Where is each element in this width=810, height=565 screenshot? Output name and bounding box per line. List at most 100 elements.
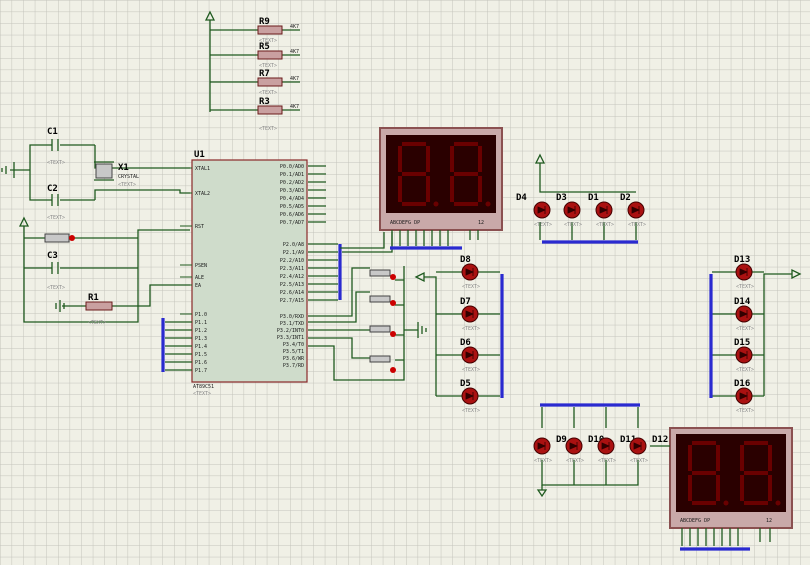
reset-circuit[interactable]: C3 <TEXT> R1 <TEXT> [18,216,190,326]
led-d1[interactable]: D1<TEXT> [588,193,614,228]
led-group-top[interactable]: D4<TEXT>D3<TEXT>D1<TEXT>D2<TEXT> [516,153,646,244]
mcu-pin-label: P2.6/A14 [280,290,304,296]
led-label: D1 [588,193,599,203]
resistor-r9-text: <TEXT> [259,38,277,44]
pushbutton-3[interactable] [369,325,396,337]
led-d12[interactable]: D12 <TEXT> [629,435,668,464]
mcu-pin-label: P2.7/A15 [280,298,304,304]
led-d14[interactable]: D14<TEXT> [734,297,754,332]
button-column[interactable] [308,266,427,381]
capacitor-c3-label: C3 [47,251,58,261]
display-segment [478,146,482,172]
mcu-u1[interactable]: U1 AT89C51 <TEXT> XTAL1XTAL2RSTPSENALEEA… [180,150,308,397]
pushbutton-1[interactable] [369,269,396,280]
seven-segment-display-2[interactable]: ABCDEFG DP 12 [669,427,793,551]
mcu-ref-label: U1 [194,150,205,160]
led-d7[interactable]: D7<TEXT> [460,297,480,332]
mcu-pin-label: P2.1/A9 [283,250,304,256]
led-label: D9 [556,435,567,445]
resistor-array[interactable]: R9 R5 R7 R3 4K7 4K7 4K7 4K7 <TEXT> <TEXT… [204,10,300,132]
led-group-center[interactable]: D8<TEXT>D7<TEXT>D6<TEXT>D5<TEXT> [414,255,504,414]
display-segment [768,445,772,471]
led-label: D8 [460,255,471,265]
display-segment [716,475,720,501]
mcu-pin-label: P0.1/AD1 [280,172,304,178]
led-label: D14 [734,297,751,307]
mcu-part-label: AT89C51 [193,384,214,390]
led-label: D11 [620,435,636,445]
display-segment [426,176,430,202]
mcu-pin-label: P1.2 [195,328,207,334]
led-text: <TEXT> [462,284,480,290]
display-2-digits-label: 12 [766,518,772,524]
mcu-pin-label: P3.1/TXD [280,321,304,327]
led-d9[interactable]: D9 <TEXT> [533,435,567,464]
display-segment [454,202,478,206]
resistor-r3-text: <TEXT> [259,126,277,132]
pushbutton-2[interactable] [369,295,396,306]
mcu-pin-label: P1.1 [195,320,207,326]
display-1-pins: ABCDEFG DP [390,220,420,226]
led-group-bottom[interactable]: D9<TEXT>D10<TEXT>D11<TEXT>D12<TEXT> [533,403,670,498]
resistor-r9-label: R9 [259,17,270,27]
mcu-pin-label: P2.5/A13 [280,282,304,288]
led-d2[interactable]: D2<TEXT> [620,193,646,228]
resistor-r7-net: 4K7 [290,76,299,82]
led-d16[interactable]: D16<TEXT> [734,379,754,414]
capacitor-c2-label: C2 [47,184,58,194]
display-segment [398,146,402,172]
mcu-pin-label: P1.5 [195,352,207,358]
led-d3[interactable]: D3<TEXT> [556,193,582,228]
led-d6[interactable]: D6<TEXT> [460,338,480,373]
display-segment [744,441,768,445]
seven-segment-display-1[interactable]: ABCDEFG DP 12 [379,127,503,250]
display-segment [450,146,454,172]
oscillator-circuit[interactable]: X1 CRYSTAL <TEXT> C1 C2 <TEXT> <TEXT> [1,127,190,221]
mcu-pin-label: P3.3/INT1 [277,335,304,341]
display-segment [740,445,744,471]
capacitor-c3-text: <TEXT> [47,285,65,291]
resistor-r5-label: R5 [259,42,270,52]
led-text: <TEXT> [534,458,552,464]
mcu-pin-label: P2.4/A12 [280,274,304,280]
display-2-digits [688,441,781,506]
led-d13[interactable]: D13<TEXT> [734,255,754,290]
display-segment [740,475,744,501]
mcu-pin-label: XTAL2 [195,191,210,197]
led-label: D16 [734,379,750,389]
led-d11[interactable]: D11<TEXT> [597,435,636,464]
display-decimal-point [723,500,729,506]
display-segment [402,172,426,176]
display-segment [402,202,426,206]
display-segment [716,445,720,471]
mcu-pin-label: P1.3 [195,336,207,342]
mcu-pin-label: P3.6/WR [283,356,305,362]
mcu-pin-label: P0.4/AD4 [280,196,304,202]
mcu-pin-label: P3.5/T1 [283,349,304,355]
mcu-pin-label: PSEN [195,263,207,269]
led-group-right[interactable]: D13<TEXT> D14<TEXT> D15<TEXT> D16<TEXT> [709,255,802,414]
display-segment [692,471,716,475]
led-text: <TEXT> [462,326,480,332]
mcu-pin-label: P3.0/RXD [280,314,304,320]
resistor-r3-net: 4K7 [290,104,299,110]
resistor-r1-text: <TEXT> [88,320,106,326]
display-2-pins: ABCDEFG DP [680,518,710,524]
led-label: D12 [652,435,668,445]
led-d8[interactable]: D8 <TEXT> [460,255,480,290]
led-label: D5 [460,379,471,389]
mcu-pin-label: EA [195,283,201,289]
led-label: D2 [620,193,631,203]
led-text: <TEXT> [630,458,648,464]
led-label: D6 [460,338,471,348]
led-d15[interactable]: D15<TEXT> [734,338,754,373]
led-d4[interactable]: D4<TEXT> [516,193,552,228]
mcu-right-pins: P0.0/AD0P0.1/AD1P0.2/AD2P0.3/AD3P0.4/AD4… [277,164,305,369]
pushbutton-4[interactable] [369,355,396,373]
led-d10[interactable]: D10<TEXT> [565,435,604,464]
led-d5[interactable]: D5<TEXT> [460,379,480,414]
mcu-pin-label: P0.2/AD2 [280,180,304,186]
led-text: <TEXT> [566,458,584,464]
mcu-pin-label: ALE [195,275,204,281]
